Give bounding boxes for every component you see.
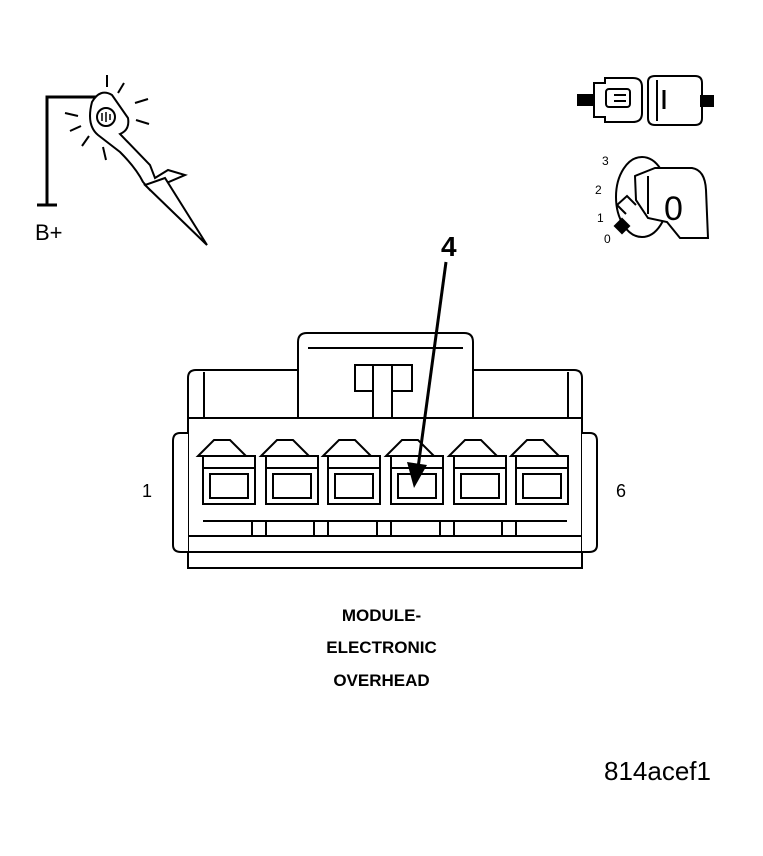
key-position-0: 0 xyxy=(604,232,611,246)
power-label: B+ xyxy=(35,220,63,245)
callout-arrow xyxy=(407,261,448,488)
cavity-1 xyxy=(195,439,256,505)
key-position-2: 2 xyxy=(595,183,602,197)
title-line-3: OVERHEAD xyxy=(333,671,430,690)
cavity-5 xyxy=(446,439,507,505)
cavity-2 xyxy=(258,439,319,505)
key-position-1: 1 xyxy=(597,211,604,225)
key-position-3: 3 xyxy=(602,154,609,168)
cavity-6 xyxy=(508,439,569,505)
cavity-3 xyxy=(320,439,381,505)
connector-disconnected-icon xyxy=(577,75,714,126)
key-face-label: 0 xyxy=(664,190,683,228)
pin-last-label: 6 xyxy=(616,481,627,501)
figure-id: 814acef1 xyxy=(604,756,711,786)
title-line-2: ELECTRONIC xyxy=(326,638,437,657)
test-light-icon xyxy=(37,75,208,246)
title-line-1: MODULE- xyxy=(341,606,422,625)
ignition-key-icon xyxy=(613,156,710,239)
pin-first-label: 1 xyxy=(142,481,153,501)
callout-pin-label: 4 xyxy=(441,231,457,262)
connector-body xyxy=(172,332,598,569)
